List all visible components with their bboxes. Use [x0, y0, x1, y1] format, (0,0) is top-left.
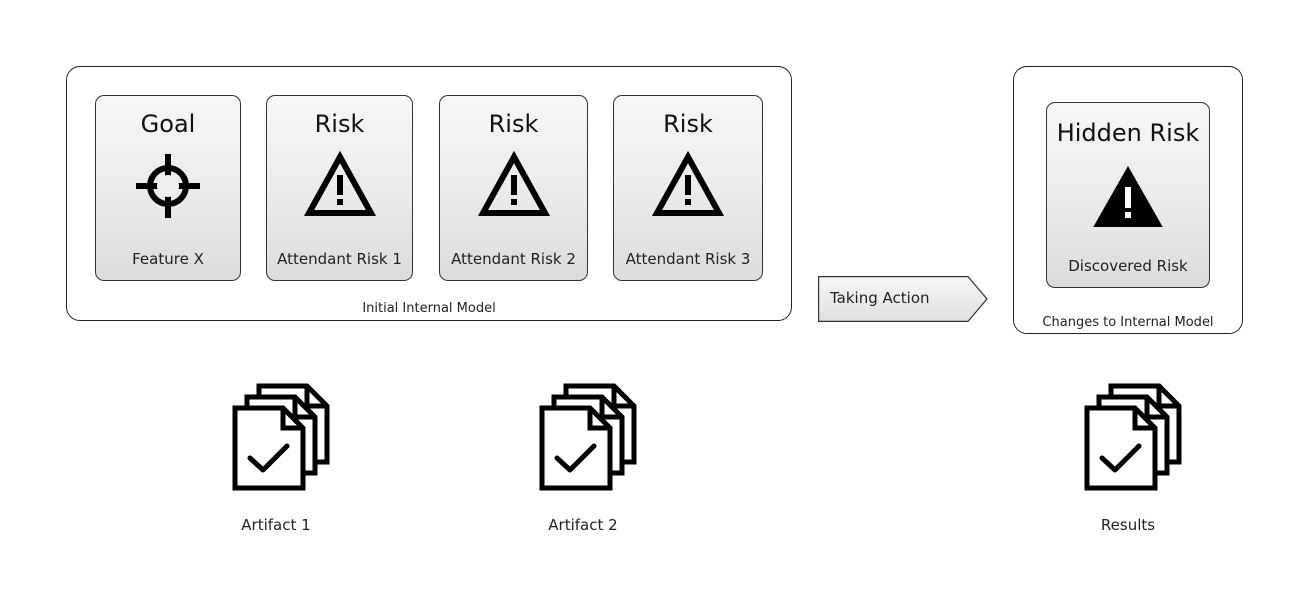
- document-stack-check-icon: [232, 383, 330, 491]
- document-stack-check-icon: [539, 383, 637, 491]
- document-stack-check-icon: [1084, 383, 1182, 491]
- card-subtitle: Attendant Risk 2: [451, 250, 576, 268]
- risk-card-3: Risk Attendant Risk 3: [613, 95, 763, 281]
- artifact-label: Results: [1100, 516, 1156, 534]
- warning-outline-icon: [652, 151, 724, 216]
- risk-card-1: Risk Attendant Risk 1: [266, 95, 413, 281]
- hidden-risk-card: Hidden Risk Discovered Risk: [1046, 102, 1210, 288]
- card-title: Risk: [663, 110, 713, 138]
- card-title: Risk: [314, 110, 365, 138]
- warning-filled-icon: [1093, 165, 1163, 227]
- crosshair-icon: [136, 154, 200, 218]
- card-subtitle: Feature X: [132, 250, 204, 268]
- risk-card-2: Risk Attendant Risk 2: [439, 95, 588, 281]
- group-label: Initial Internal Model: [362, 301, 496, 316]
- goal-card: Goal Feature X: [95, 95, 241, 281]
- taking-action-arrow: Taking Action: [818, 276, 990, 322]
- artifact-1: Artifact 1: [206, 382, 346, 534]
- warning-outline-icon: [477, 151, 550, 216]
- arrow-label: Taking Action: [830, 289, 930, 307]
- arrow-shape: [818, 276, 988, 322]
- card-subtitle: Discovered Risk: [1068, 257, 1188, 275]
- card-subtitle: Attendant Risk 1: [277, 250, 402, 268]
- results-artifact: Results: [1058, 382, 1198, 534]
- artifact-label: Artifact 1: [241, 516, 311, 534]
- card-title: Goal: [140, 110, 196, 138]
- group-label: Changes to Internal Model: [1042, 315, 1214, 330]
- artifact-2: Artifact 2: [513, 382, 653, 534]
- card-title: Risk: [488, 110, 539, 138]
- card-title: Hidden Risk: [1056, 119, 1200, 147]
- card-subtitle: Attendant Risk 3: [625, 250, 751, 268]
- warning-outline-icon: [303, 151, 376, 216]
- artifact-label: Artifact 2: [548, 516, 618, 534]
